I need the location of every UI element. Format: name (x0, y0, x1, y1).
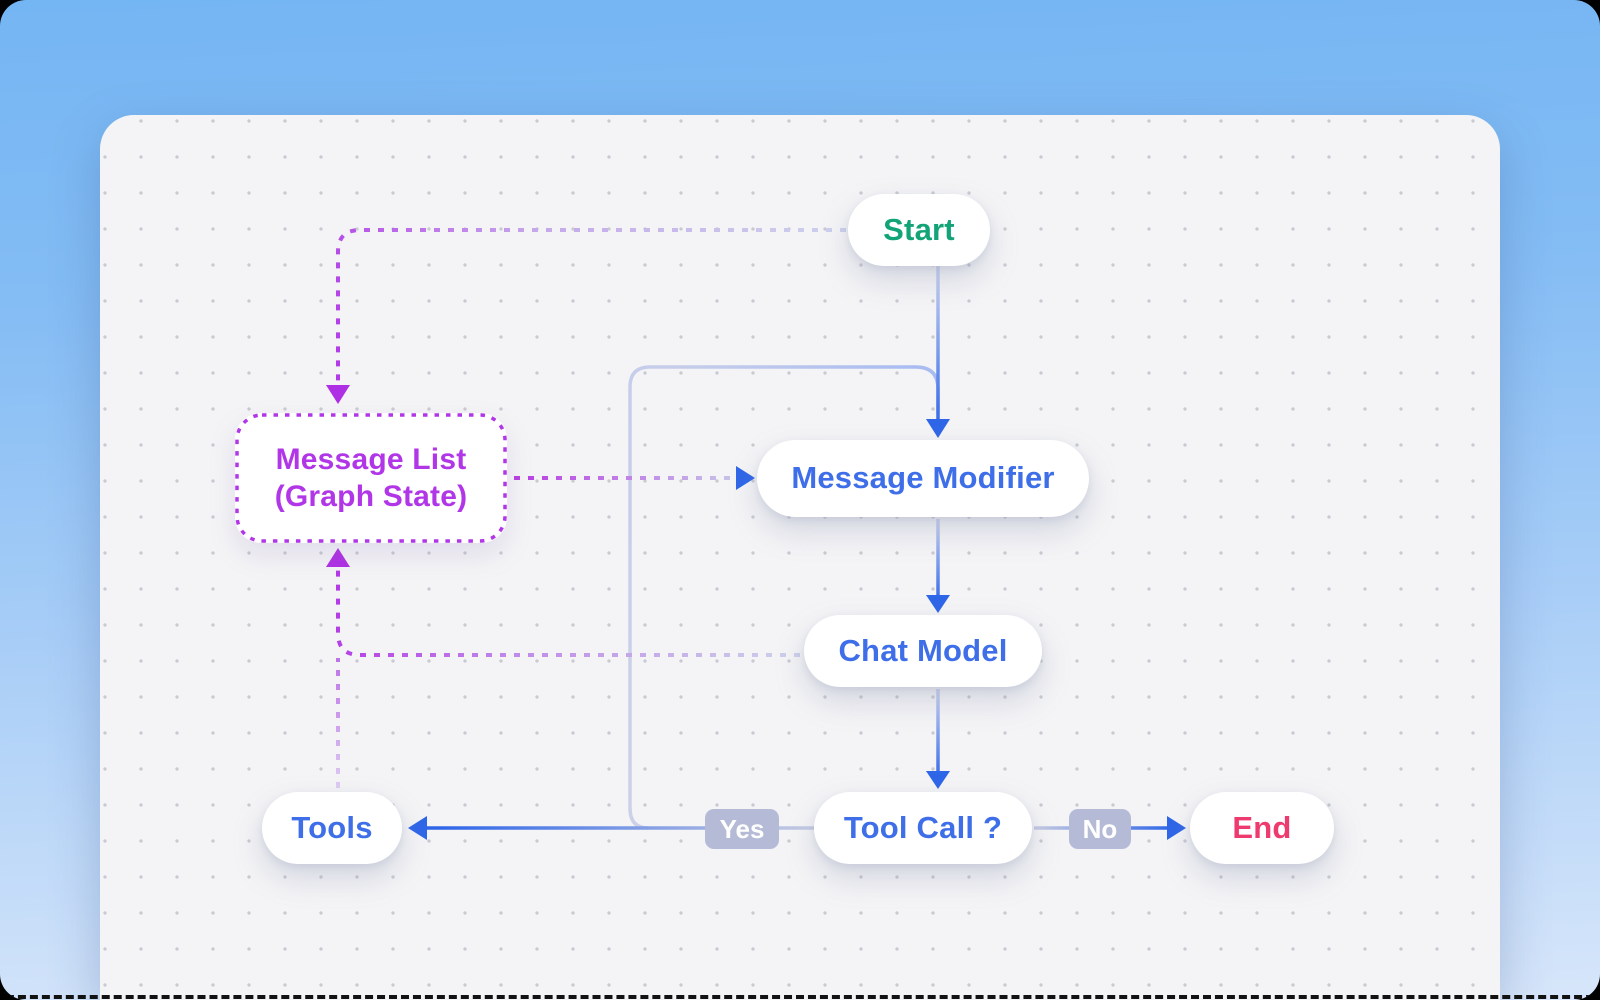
node-tool-call-label: Tool Call ? (843, 809, 1003, 845)
message-list-line2: (Graph State) (274, 480, 468, 513)
node-message-modifier-label: Message Modifier (791, 460, 1055, 496)
flow-canvas[interactable] (100, 115, 1500, 1000)
node-message-list[interactable]: Message List (Graph State) (235, 413, 507, 543)
no-label-text: No (1082, 813, 1118, 844)
message-list-line1: Message List (275, 442, 467, 476)
node-message-modifier[interactable]: Message Modifier (757, 440, 1089, 517)
node-chat-model[interactable]: Chat Model (804, 615, 1042, 687)
node-end[interactable]: End (1190, 792, 1334, 864)
edge-label-no: No (1069, 809, 1131, 849)
node-message-list-label: Message List (Graph State) (275, 441, 468, 516)
message-list-dashed-border (235, 413, 507, 543)
node-tools[interactable]: Tools (262, 792, 402, 864)
node-chat-model-label: Chat Model (838, 632, 1008, 668)
node-start[interactable]: Start (848, 194, 990, 266)
node-tool-call[interactable]: Tool Call ? (814, 792, 1032, 864)
bottom-dashed-line (0, 995, 1600, 999)
edge-label-yes: Yes (705, 809, 779, 849)
node-tools-label: Tools (291, 809, 373, 845)
node-start-label: Start (883, 211, 955, 247)
node-end-label: End (1232, 809, 1292, 845)
yes-label-text: Yes (719, 813, 765, 844)
